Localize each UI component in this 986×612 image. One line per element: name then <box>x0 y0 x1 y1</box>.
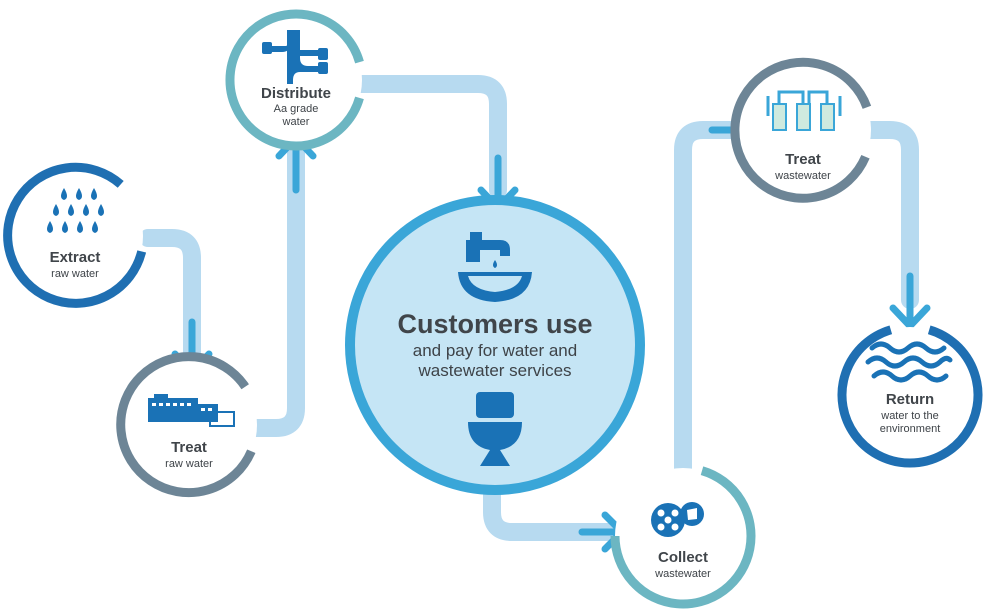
node-return: Return water to the environment <box>837 325 983 468</box>
customers-title: Customers use <box>397 309 592 339</box>
distribute-subtitle-line1: Aa grade <box>274 103 319 115</box>
node-distribute: Distribute Aa grade water <box>225 9 364 151</box>
return-ring <box>837 325 983 468</box>
waves-icon <box>865 341 953 383</box>
node-collect: Collect wastewater <box>610 466 756 609</box>
customers-line1: and pay for water and <box>413 341 577 360</box>
extract-subtitle: raw water <box>51 268 99 280</box>
customers-line2: wastewater services <box>417 361 571 380</box>
treat-raw-subtitle: raw water <box>165 458 213 470</box>
pipe-junction-icon <box>262 30 328 84</box>
treat-raw-ring <box>116 352 256 498</box>
extract-ring <box>3 162 147 308</box>
rain-drops-icon <box>47 188 104 233</box>
node-customers: Customers use and pay for water and wast… <box>345 195 645 495</box>
pipe-treat-to-return <box>859 121 919 309</box>
pipe-collect-to-treat <box>674 121 761 487</box>
tap-basin-icon <box>458 232 532 302</box>
extract-title: Extract <box>50 249 101 266</box>
treat-raw-title: Treat <box>171 439 207 456</box>
node-treat-wastewater: Treat wastewater <box>730 57 872 203</box>
treat-wastewater-title: Treat <box>785 151 821 168</box>
distribute-title: Distribute <box>261 85 331 102</box>
return-title: Return <box>886 391 934 408</box>
node-treat-raw: Treat raw water <box>116 352 257 498</box>
arrow-down-to-return <box>889 272 931 330</box>
return-subtitle-line1: water to the <box>880 410 938 422</box>
pipe-extract-to-treat <box>139 229 201 369</box>
pipe-customers-to-collect <box>483 483 621 541</box>
customers-ring <box>345 195 645 495</box>
pipe-distribute-to-customers <box>349 75 507 199</box>
collect-ring <box>610 466 756 609</box>
collect-subtitle: wastewater <box>654 568 711 580</box>
connector-pipes <box>139 75 919 541</box>
return-subtitle-line2: environment <box>880 423 941 435</box>
treat-wastewater-subtitle: wastewater <box>774 170 831 182</box>
toilet-icon <box>468 392 522 466</box>
distribute-ring <box>225 9 364 151</box>
pipe-treat-to-distribute <box>239 141 305 437</box>
treatment-plant-icon <box>148 394 235 427</box>
distribute-subtitle-line2: water <box>282 116 310 128</box>
treatment-pipes-icon <box>766 90 842 131</box>
drain-grate-icon <box>651 502 704 537</box>
node-extract: Extract raw water <box>3 162 147 308</box>
collect-title: Collect <box>658 549 708 566</box>
treat-wastewater-ring <box>730 57 872 203</box>
